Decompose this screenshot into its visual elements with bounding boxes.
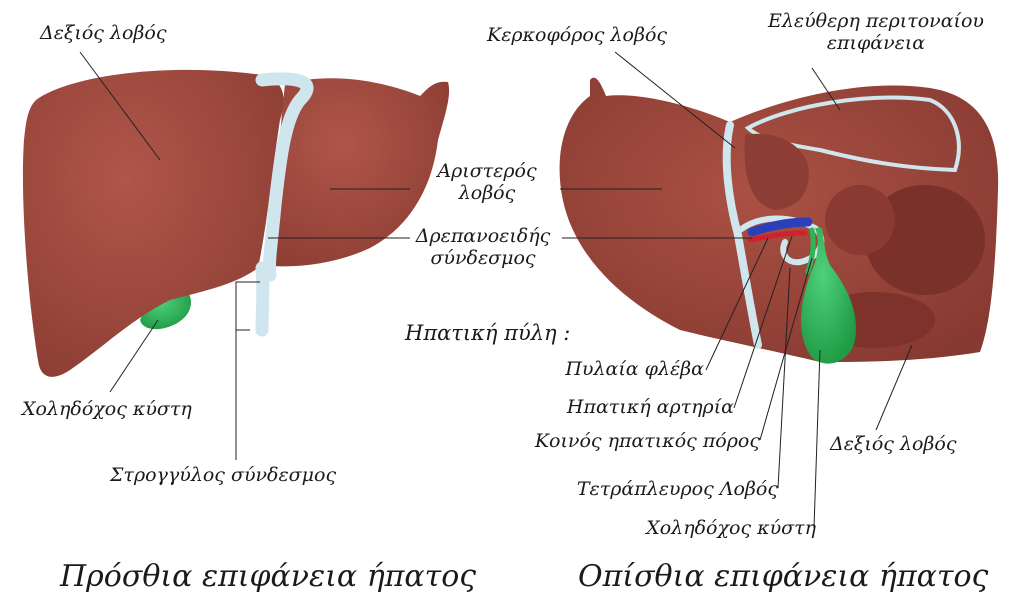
label-left-lobe: Αριστερός λοβός xyxy=(412,160,562,204)
leader-posterior-gallbladder xyxy=(814,350,820,528)
label-bare-area-line2: επιφάνεια xyxy=(750,32,1002,54)
label-falciform-line2: σύνδεσμος xyxy=(408,247,558,269)
label-caudate-lobe: Κερκοφόρος λοβός xyxy=(487,24,667,46)
label-porta-hepatis: Ηπατική πύλη : xyxy=(405,322,570,344)
label-posterior-right-lobe: Δεξιός λοβός xyxy=(830,433,957,455)
label-bare-area: Ελεύθερη περιτοναίου επιφάνεια xyxy=(750,10,1002,54)
label-portal-vein: Πυλαία φλέβα xyxy=(480,358,704,380)
label-left-lobe-line1: Αριστερός xyxy=(412,160,562,182)
label-quadrate-lobe: Τετράπλευρος Λοβός xyxy=(480,478,778,500)
label-anterior-right-lobe: Δεξιός λοβός xyxy=(40,22,167,44)
label-left-lobe-line2: λοβός xyxy=(412,182,562,204)
round-ligament-shape xyxy=(262,268,263,330)
label-posterior-gallbladder: Χοληδόχος κύστη xyxy=(480,517,816,539)
label-common-hepatic-duct: Κοινός ηπατικός πόρος xyxy=(480,430,760,452)
label-falciform-ligament: Δρεπανοειδής σύνδεσμος xyxy=(408,225,558,269)
caption-anterior: Πρόσθια επιφάνεια ήπατος xyxy=(60,560,476,594)
label-anterior-gallbladder: Χοληδόχος κύστη xyxy=(22,398,192,420)
label-falciform-line1: Δρεπανοειδής xyxy=(408,225,558,247)
caption-posterior: Οπίσθια επιφάνεια ήπατος xyxy=(578,560,988,594)
label-bare-area-line1: Ελεύθερη περιτοναίου xyxy=(750,10,1002,32)
label-hepatic-artery: Ηπατική αρτηρία xyxy=(480,396,734,418)
label-round-ligament: Στρογγύλος σύνδεσμος xyxy=(110,464,336,486)
duodenal-impression xyxy=(825,185,895,255)
posterior-liver xyxy=(560,78,999,364)
anterior-right-lobe-shape xyxy=(23,70,284,377)
